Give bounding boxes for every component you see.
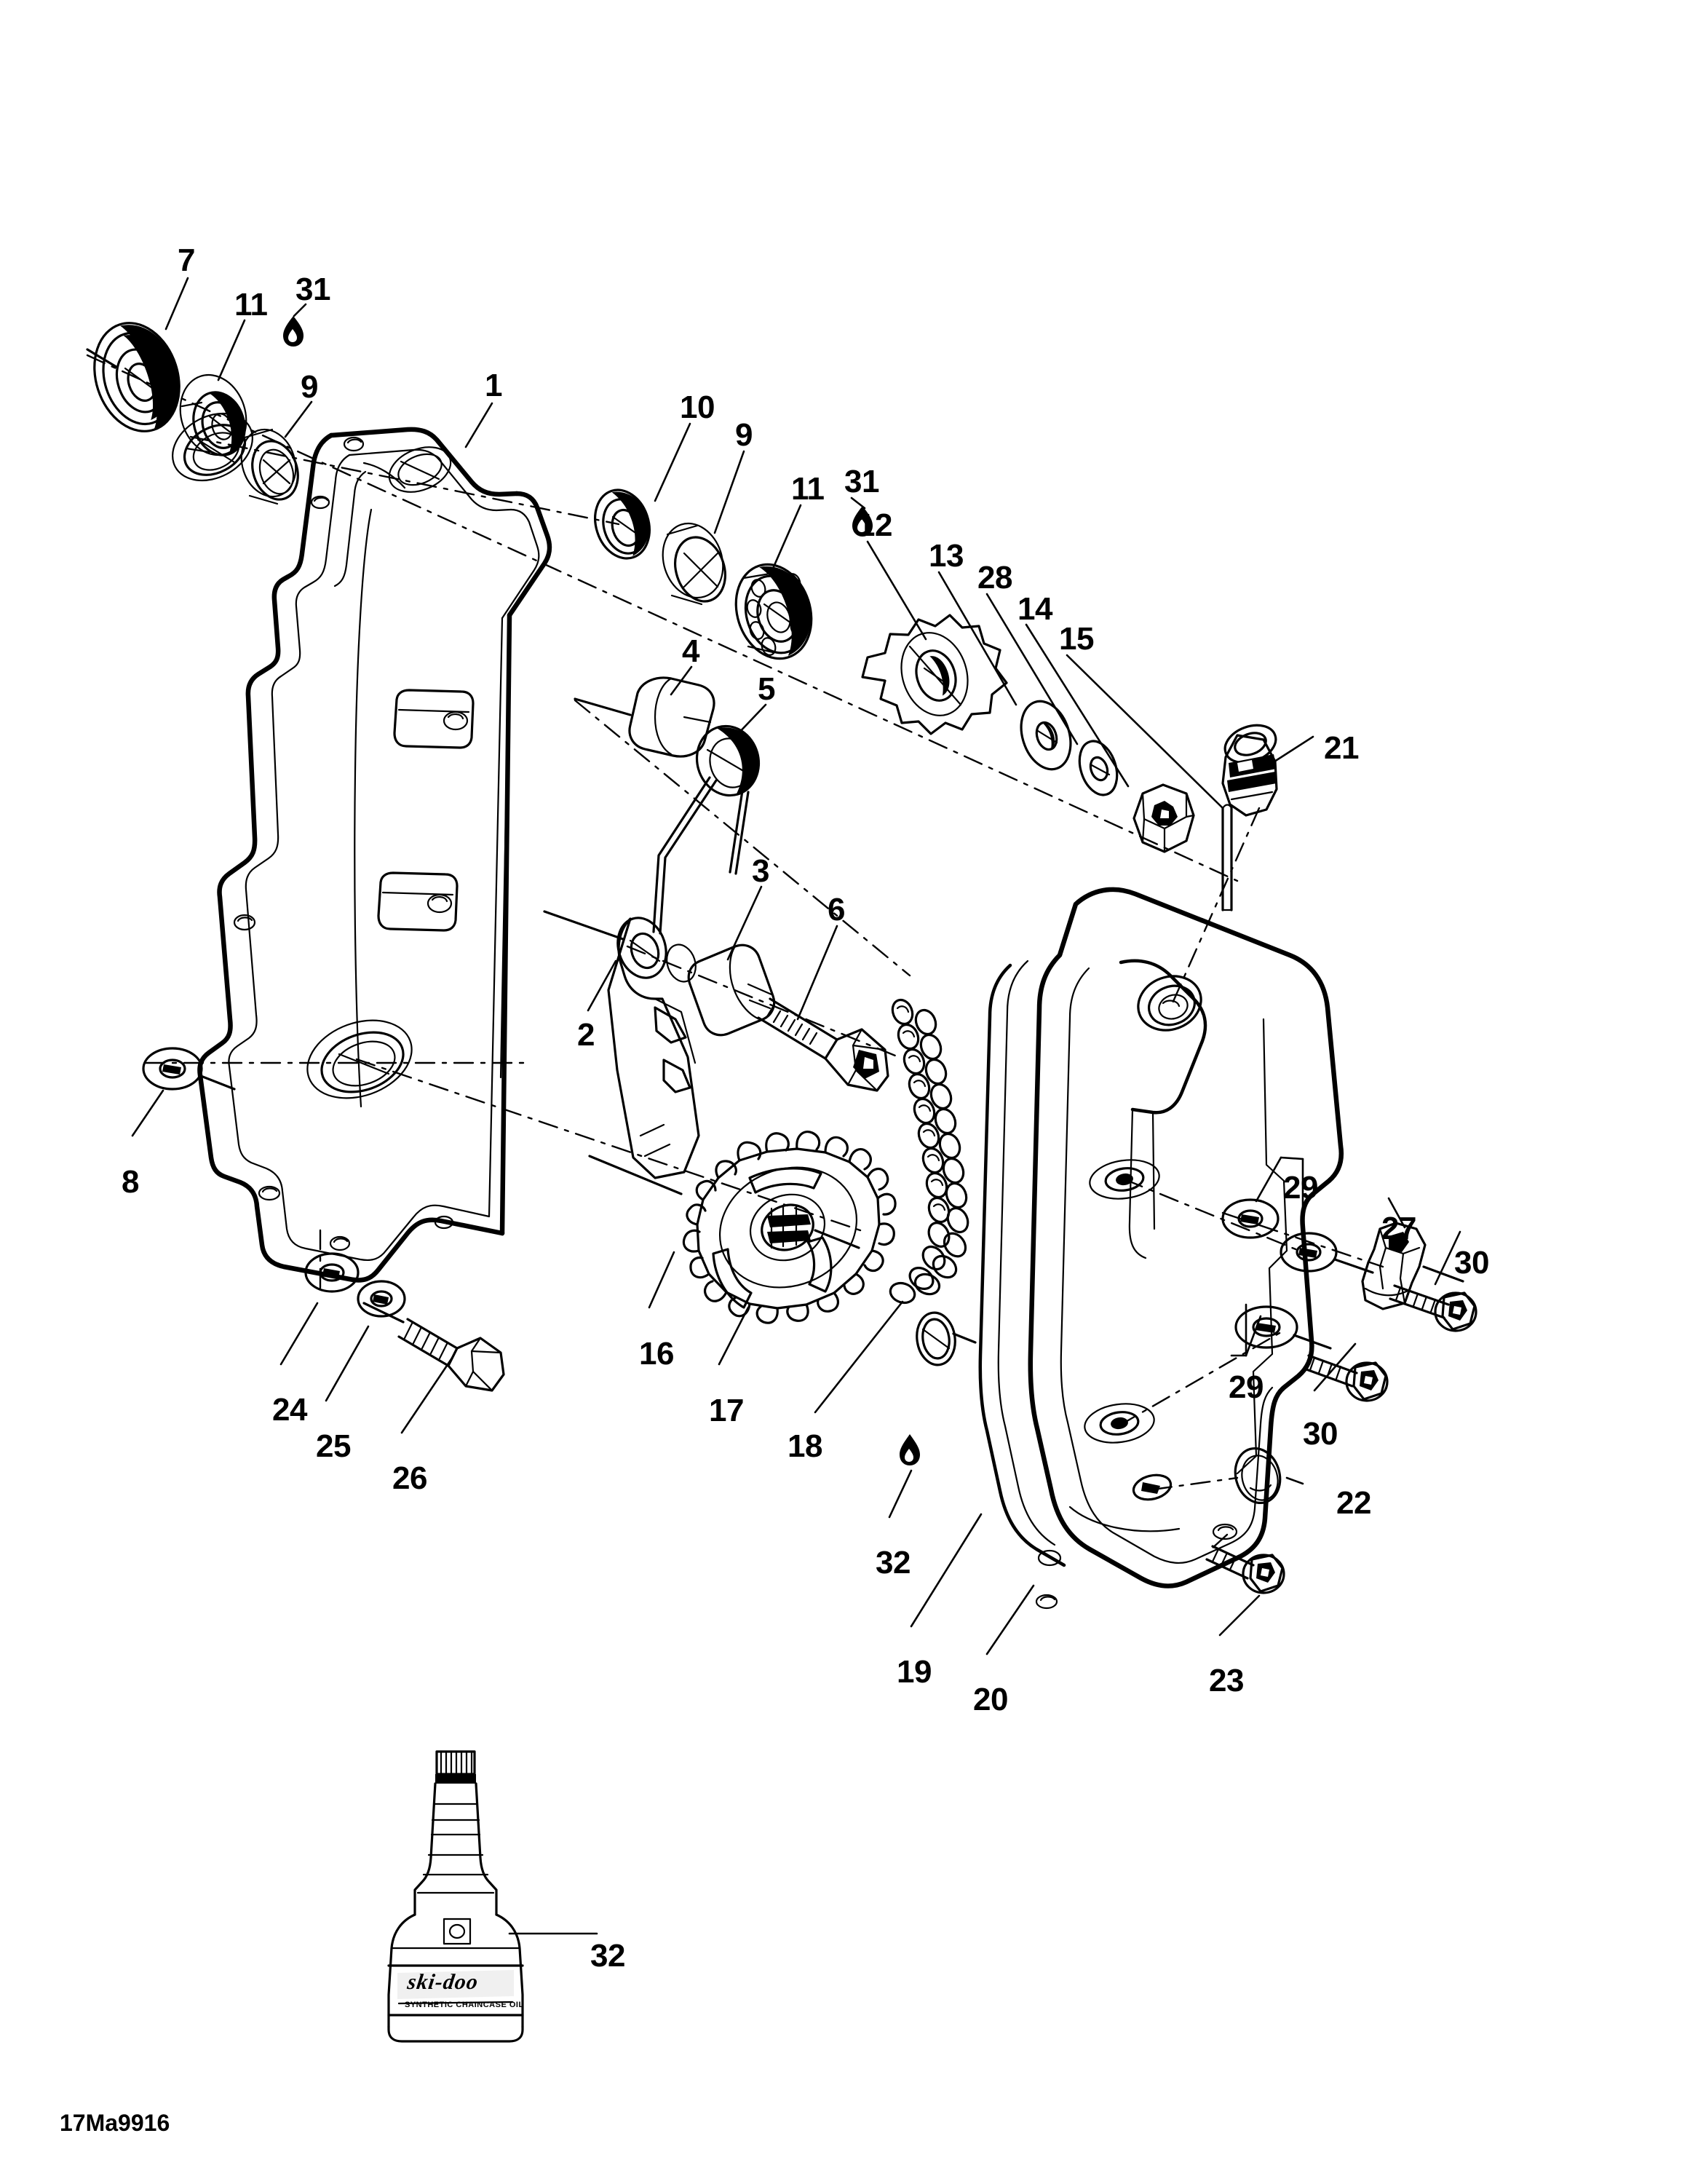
callout-15: 15	[1059, 621, 1094, 657]
callout-1: 1	[485, 368, 502, 403]
flat-washer-part8	[142, 1047, 236, 1091]
callout-24: 24	[272, 1392, 307, 1428]
callout-11b: 11	[791, 471, 825, 507]
flat-washer-part29-a	[1221, 1198, 1280, 1239]
callout-32b: 32	[590, 1938, 625, 1974]
callout-25: 25	[316, 1428, 351, 1464]
cable-clamp-part27	[1361, 1222, 1464, 1310]
housing-boss-lower	[377, 871, 459, 932]
spacer-sleeve-part9-mid	[662, 522, 726, 606]
retaining-ring-part11-left	[179, 373, 247, 456]
torsion-spring-part5	[652, 724, 761, 935]
spacer-sleeve-part9-left	[240, 428, 299, 505]
callout-3: 3	[752, 853, 769, 889]
callout-12: 12	[857, 507, 892, 543]
callout-31b: 31	[844, 464, 879, 499]
callout-31a: 31	[295, 272, 330, 307]
callout-5: 5	[758, 671, 775, 707]
lock-washer-part25	[357, 1280, 406, 1318]
hex-flange-screw-part23	[1205, 1545, 1285, 1594]
cover-filler-boss	[1137, 975, 1202, 1032]
hex-bolt-part6	[757, 997, 889, 1092]
page-code: 17Ma9916	[60, 2110, 170, 2136]
bearing-part11-mid	[734, 563, 813, 660]
chaincase-housing-part1	[172, 412, 552, 1283]
upper-sprocket-part12	[861, 614, 1008, 735]
housing-bore-lower	[306, 1019, 413, 1099]
callout-6: 6	[828, 892, 845, 927]
housing-upper-opening	[388, 446, 452, 493]
oil-drop-part32	[900, 1434, 920, 1465]
housing-bore-upper	[172, 412, 253, 482]
callout-11a: 11	[234, 287, 268, 323]
leader-lines	[131, 277, 1461, 1935]
callout-16: 16	[639, 1336, 674, 1372]
callout-10: 10	[680, 389, 715, 425]
cover-cap-plug-part22	[1234, 1447, 1282, 1505]
cover-boss-2	[1084, 1403, 1155, 1444]
callout-8: 8	[122, 1164, 139, 1200]
callout-2: 2	[577, 1017, 595, 1053]
callout-29a: 29	[1283, 1170, 1318, 1206]
callout-21: 21	[1324, 730, 1359, 766]
centerlines	[86, 354, 1384, 1551]
cover-gasket-part19	[978, 963, 1066, 1567]
housing-boss-upper	[393, 689, 475, 749]
callout-14: 14	[1017, 591, 1052, 627]
callout-22: 22	[1336, 1485, 1371, 1521]
oil-seal-plug-part31-mid	[852, 506, 873, 537]
castle-nut-part14	[1132, 783, 1195, 853]
cotter-pin-part15	[1221, 804, 1233, 911]
bottle-brand-text: ski-doo	[405, 1970, 480, 1994]
callout-30a: 30	[1454, 1245, 1489, 1281]
chaincase-cover-part20	[978, 887, 1344, 1610]
callout-18: 18	[788, 1428, 822, 1464]
snap-ring-part17	[916, 1311, 977, 1366]
cover-cap-hole	[1132, 1473, 1173, 1501]
callout-17: 17	[709, 1393, 744, 1428]
callout-29b: 29	[1229, 1369, 1264, 1405]
lock-washer-part28	[1078, 740, 1119, 796]
bottle-subtitle-text: SYNTHETIC CHAINCASE OIL	[405, 2001, 524, 2009]
hex-flange-screw-part30-b	[1303, 1354, 1389, 1402]
callout-26: 26	[392, 1460, 427, 1496]
callout-4: 4	[682, 633, 699, 669]
callout-7: 7	[178, 242, 195, 278]
spacer-tube-part3	[687, 943, 776, 1037]
callout-30b: 30	[1303, 1416, 1338, 1452]
hex-bolt-part26	[362, 1302, 505, 1392]
callout-13: 13	[929, 538, 964, 574]
lower-sprocket-part16	[588, 1131, 897, 1324]
callout-9b: 9	[735, 417, 753, 453]
callout-19: 19	[897, 1654, 932, 1690]
callout-23: 23	[1209, 1663, 1244, 1698]
oil-filler-plug-part21	[1221, 724, 1278, 817]
flat-washer-part24	[304, 1252, 360, 1293]
oil-seal-plug-part31-left	[283, 316, 304, 347]
callout-28: 28	[977, 560, 1012, 596]
bearing-part7	[86, 322, 181, 432]
flat-washer-part13	[1020, 700, 1072, 771]
callout-32a: 32	[876, 1545, 911, 1580]
callout-27: 27	[1381, 1211, 1416, 1246]
drive-chain-part18	[814, 998, 969, 1414]
cover-gasket-inner	[997, 960, 1056, 1546]
flat-washer-part29-c	[1234, 1305, 1332, 1350]
callout-20: 20	[973, 1682, 1008, 1717]
chain-tensioner-arm-part2	[543, 910, 700, 1179]
hex-flange-screw-part30-a	[1389, 1284, 1477, 1332]
flat-washer-part29-b	[1280, 1232, 1374, 1274]
chaincase-oil-bottle-part32	[387, 1750, 524, 2043]
bushing-part4	[574, 676, 715, 758]
oil-seal-part10	[594, 488, 651, 560]
callout-9a: 9	[301, 369, 318, 405]
